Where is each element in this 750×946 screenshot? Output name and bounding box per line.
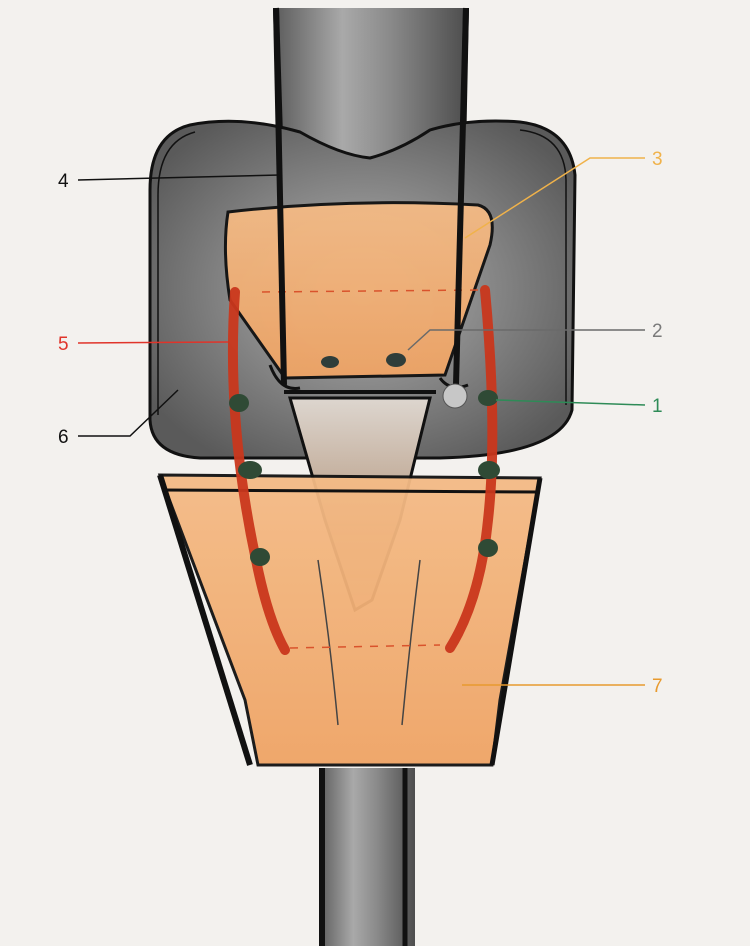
orange-upper-block: [225, 203, 492, 378]
leader-line-5: [78, 342, 228, 343]
attachment-node: [478, 390, 498, 406]
screw-dot: [321, 356, 339, 368]
attachment-node: [250, 548, 270, 566]
label-7: 7: [652, 676, 663, 697]
orange-lower-block: [160, 475, 540, 765]
label-2: 2: [652, 321, 663, 342]
label-1: 1: [652, 396, 663, 417]
label-3: 3: [652, 149, 663, 170]
attachment-node: [238, 461, 262, 479]
attachment-node: [229, 394, 249, 412]
joint-marker: [443, 384, 467, 408]
attachment-node: [478, 539, 498, 557]
label-4: 4: [58, 171, 69, 192]
label-5: 5: [58, 334, 69, 355]
tibia-shaft: [320, 768, 415, 946]
screw-dot: [386, 353, 406, 367]
attachment-node: [478, 461, 500, 479]
label-6: 6: [58, 427, 69, 448]
